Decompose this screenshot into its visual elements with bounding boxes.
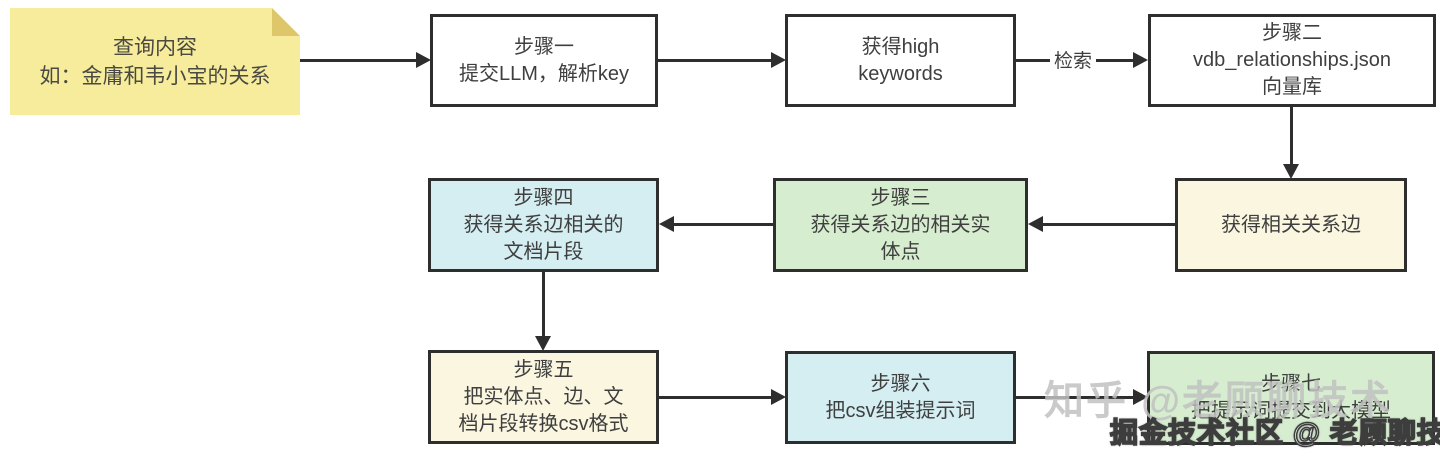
arrow-shaft xyxy=(674,223,773,226)
arrow-shaft xyxy=(658,59,771,62)
sticky-note-line: 查询内容 xyxy=(113,35,197,59)
node-text-line: 步骤七 xyxy=(1261,373,1321,395)
arrowhead-right-icon xyxy=(771,52,786,68)
sticky-note-fold-corner-icon xyxy=(272,8,300,36)
edge-label-search: 检索 xyxy=(1050,46,1097,73)
watermark-juejin: 掘金技术社区 @ 老顾聊技术 xyxy=(1109,416,1440,449)
arrow-shaft xyxy=(1290,107,1293,164)
node-text-line: 提交LLM，解析key xyxy=(458,62,630,85)
flow-node-step4: 步骤四 获得关系边相关的 文档片段 xyxy=(428,178,659,272)
arrow-shaft xyxy=(1016,396,1133,399)
node-text-line: 档片段转换csv格式 xyxy=(458,412,629,435)
watermark-zhihu: 知乎 @老顾聊技术 xyxy=(1044,379,1393,423)
node-text-line: 步骤二 xyxy=(1262,22,1322,44)
node-text-line: 获得high xyxy=(861,35,940,58)
flow-node-step6: 步骤六 把csv组装提示词 xyxy=(785,351,1016,444)
node-text-line: 步骤五 xyxy=(513,358,574,381)
flow-node-step1: 步骤一 提交LLM，解析key xyxy=(430,14,658,107)
arrow-shaft xyxy=(542,272,545,336)
flow-node-step2: 步骤二 vdb_relationships.json 向量库 xyxy=(1148,14,1436,107)
node-text-line: 获得关系边的相关实 xyxy=(810,213,991,236)
node-text-line: 步骤三 xyxy=(870,186,931,209)
node-text-line: 步骤一 xyxy=(514,35,574,58)
node-text-line: 把实体点、边、文 xyxy=(463,385,624,408)
node-text-line: 步骤六 xyxy=(870,372,931,395)
sticky-note-line: 如：金庸和韦小宝的关系 xyxy=(39,64,271,88)
flow-node-related-edges: 获得相关关系边 xyxy=(1175,178,1407,272)
node-text-line: 向量库 xyxy=(1262,76,1322,98)
arrow-shaft xyxy=(659,396,771,399)
node-text-line: 体点 xyxy=(880,240,921,263)
arrowhead-right-icon xyxy=(1133,389,1148,405)
flow-node-high-keywords: 获得high keywords xyxy=(785,14,1016,107)
node-text-line: 把csv组装提示词 xyxy=(825,399,976,422)
node-text-line: keywords xyxy=(858,62,943,85)
flow-node-step7: 步骤七 把提示词提交到大模型 xyxy=(1147,351,1435,445)
flow-node-step3: 步骤三 获得关系边的相关实 体点 xyxy=(773,178,1028,272)
arrowhead-right-icon xyxy=(1133,52,1148,68)
arrowhead-right-icon xyxy=(416,52,431,68)
arrowhead-down-icon xyxy=(1283,164,1299,179)
arrowhead-right-icon xyxy=(771,389,786,405)
arrow-shaft xyxy=(300,59,416,62)
node-text-line: 把提示词提交到大模型 xyxy=(1191,400,1391,422)
arrowhead-left-icon xyxy=(659,216,674,232)
arrow-shaft xyxy=(1043,223,1175,226)
node-text-line: 获得关系边相关的 xyxy=(463,213,624,236)
flow-node-step5: 步骤五 把实体点、边、文 档片段转换csv格式 xyxy=(428,350,659,444)
node-text-line: 步骤四 xyxy=(513,186,574,209)
arrowhead-left-icon xyxy=(1028,216,1043,232)
node-text-line: 获得相关关系边 xyxy=(1221,213,1361,236)
arrowhead-down-icon xyxy=(535,336,551,351)
sticky-note-query: 查询内容 如：金庸和韦小宝的关系 xyxy=(10,8,300,115)
node-text-line: 文档片段 xyxy=(503,240,584,263)
node-text-line: vdb_relationships.json xyxy=(1193,49,1391,71)
